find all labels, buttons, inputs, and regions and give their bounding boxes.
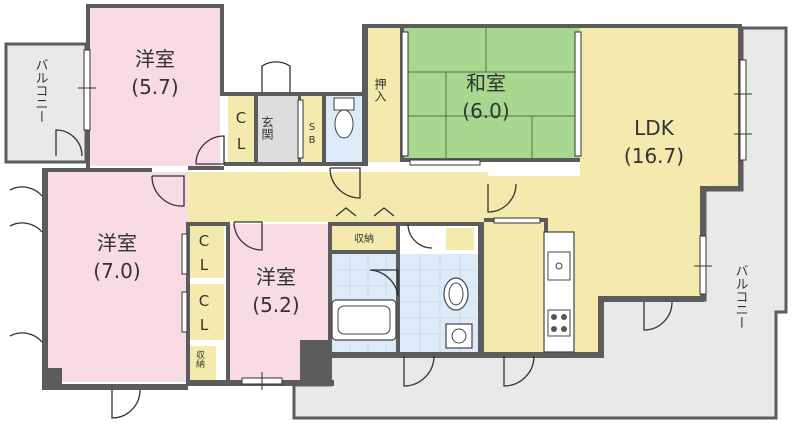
western-room-3-size: (5.2) <box>252 293 299 317</box>
ldk-name: LDK <box>634 116 675 140</box>
shoe-box <box>300 96 322 162</box>
closet-low-l: L <box>200 316 209 334</box>
balcony-left-label: バルコニー <box>33 58 49 123</box>
japanese-room-size: (6.0) <box>462 99 509 123</box>
entrance-label: 玄関 <box>260 115 274 140</box>
washroom-closet <box>446 228 474 250</box>
storage-bath <box>332 226 396 250</box>
japanese-room <box>404 28 580 160</box>
ldk-size: (16.7) <box>624 144 684 168</box>
sb-b: B <box>309 135 316 146</box>
storage-bath-label: 収納 <box>354 232 374 245</box>
sb-s: S <box>309 122 315 133</box>
doors <box>9 61 673 419</box>
western-room-3-name: 洋室 <box>256 265 296 289</box>
western-room-2-name: 洋室 <box>97 231 137 255</box>
balcony-right-label: バルコニー <box>733 264 749 329</box>
storage-small <box>190 346 216 380</box>
closet-top-l: L <box>237 135 246 153</box>
storage-small-label: 収納 <box>194 349 205 369</box>
fixtures <box>331 97 575 353</box>
oshiire-closet <box>368 28 404 162</box>
tatami-lines <box>404 28 580 160</box>
closet-low-c: C <box>199 292 209 310</box>
western-room-1 <box>90 8 220 166</box>
western-room-2 <box>48 172 188 382</box>
entrance-area <box>258 96 298 162</box>
closet-mid-l: L <box>200 256 209 274</box>
window-marks <box>78 87 752 390</box>
closet-mid <box>188 226 224 278</box>
western-room-1-name: 洋室 <box>135 47 175 71</box>
closet-low <box>188 284 224 340</box>
western-room-2-size: (7.0) <box>93 259 140 283</box>
closet-top-c: C <box>236 109 246 127</box>
western-room-1-size: (5.7) <box>131 75 178 99</box>
closet-mid-c: C <box>199 232 209 250</box>
oshiire-label: 押入 <box>373 78 387 102</box>
kitchen-floor <box>484 222 548 356</box>
closet-top <box>228 96 254 162</box>
japanese-room-name: 和室 <box>466 71 506 95</box>
